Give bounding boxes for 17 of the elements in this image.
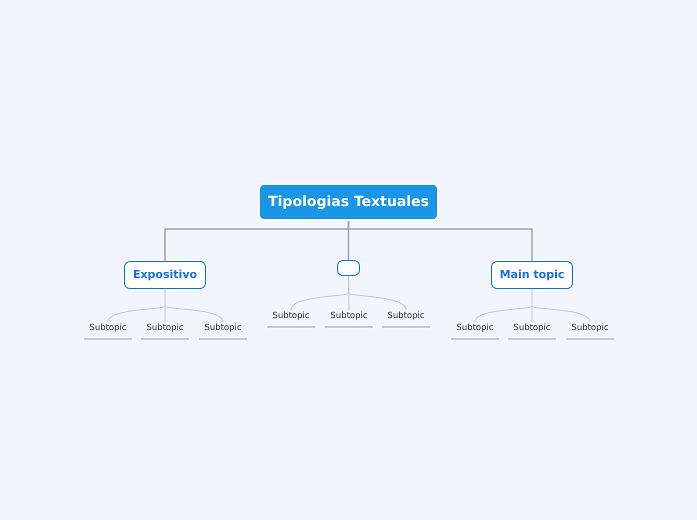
connector-line [164,288,224,322]
subtopic-node: Subtopic [508,322,556,340]
subtopic-node: Subtopic [382,310,430,328]
central-topic-box: Tipologias Textuales [258,183,439,221]
subtopic-node: Subtopic [199,322,247,340]
topic-box [337,260,360,276]
topic-box: Expositivo [124,261,206,289]
topic-box: Main topic [491,261,573,289]
connector-line [348,276,406,310]
subtopic-node: Subtopic [566,322,614,340]
connector-line [532,288,590,322]
subtopic-node: Subtopic [141,322,189,340]
subtopic-node: Subtopic [84,322,132,340]
connector-line [348,221,533,261]
subtopic-node: Subtopic [325,310,373,328]
subtopic-node: Subtopic [451,322,499,340]
subtopic-node: Subtopic [267,310,315,328]
